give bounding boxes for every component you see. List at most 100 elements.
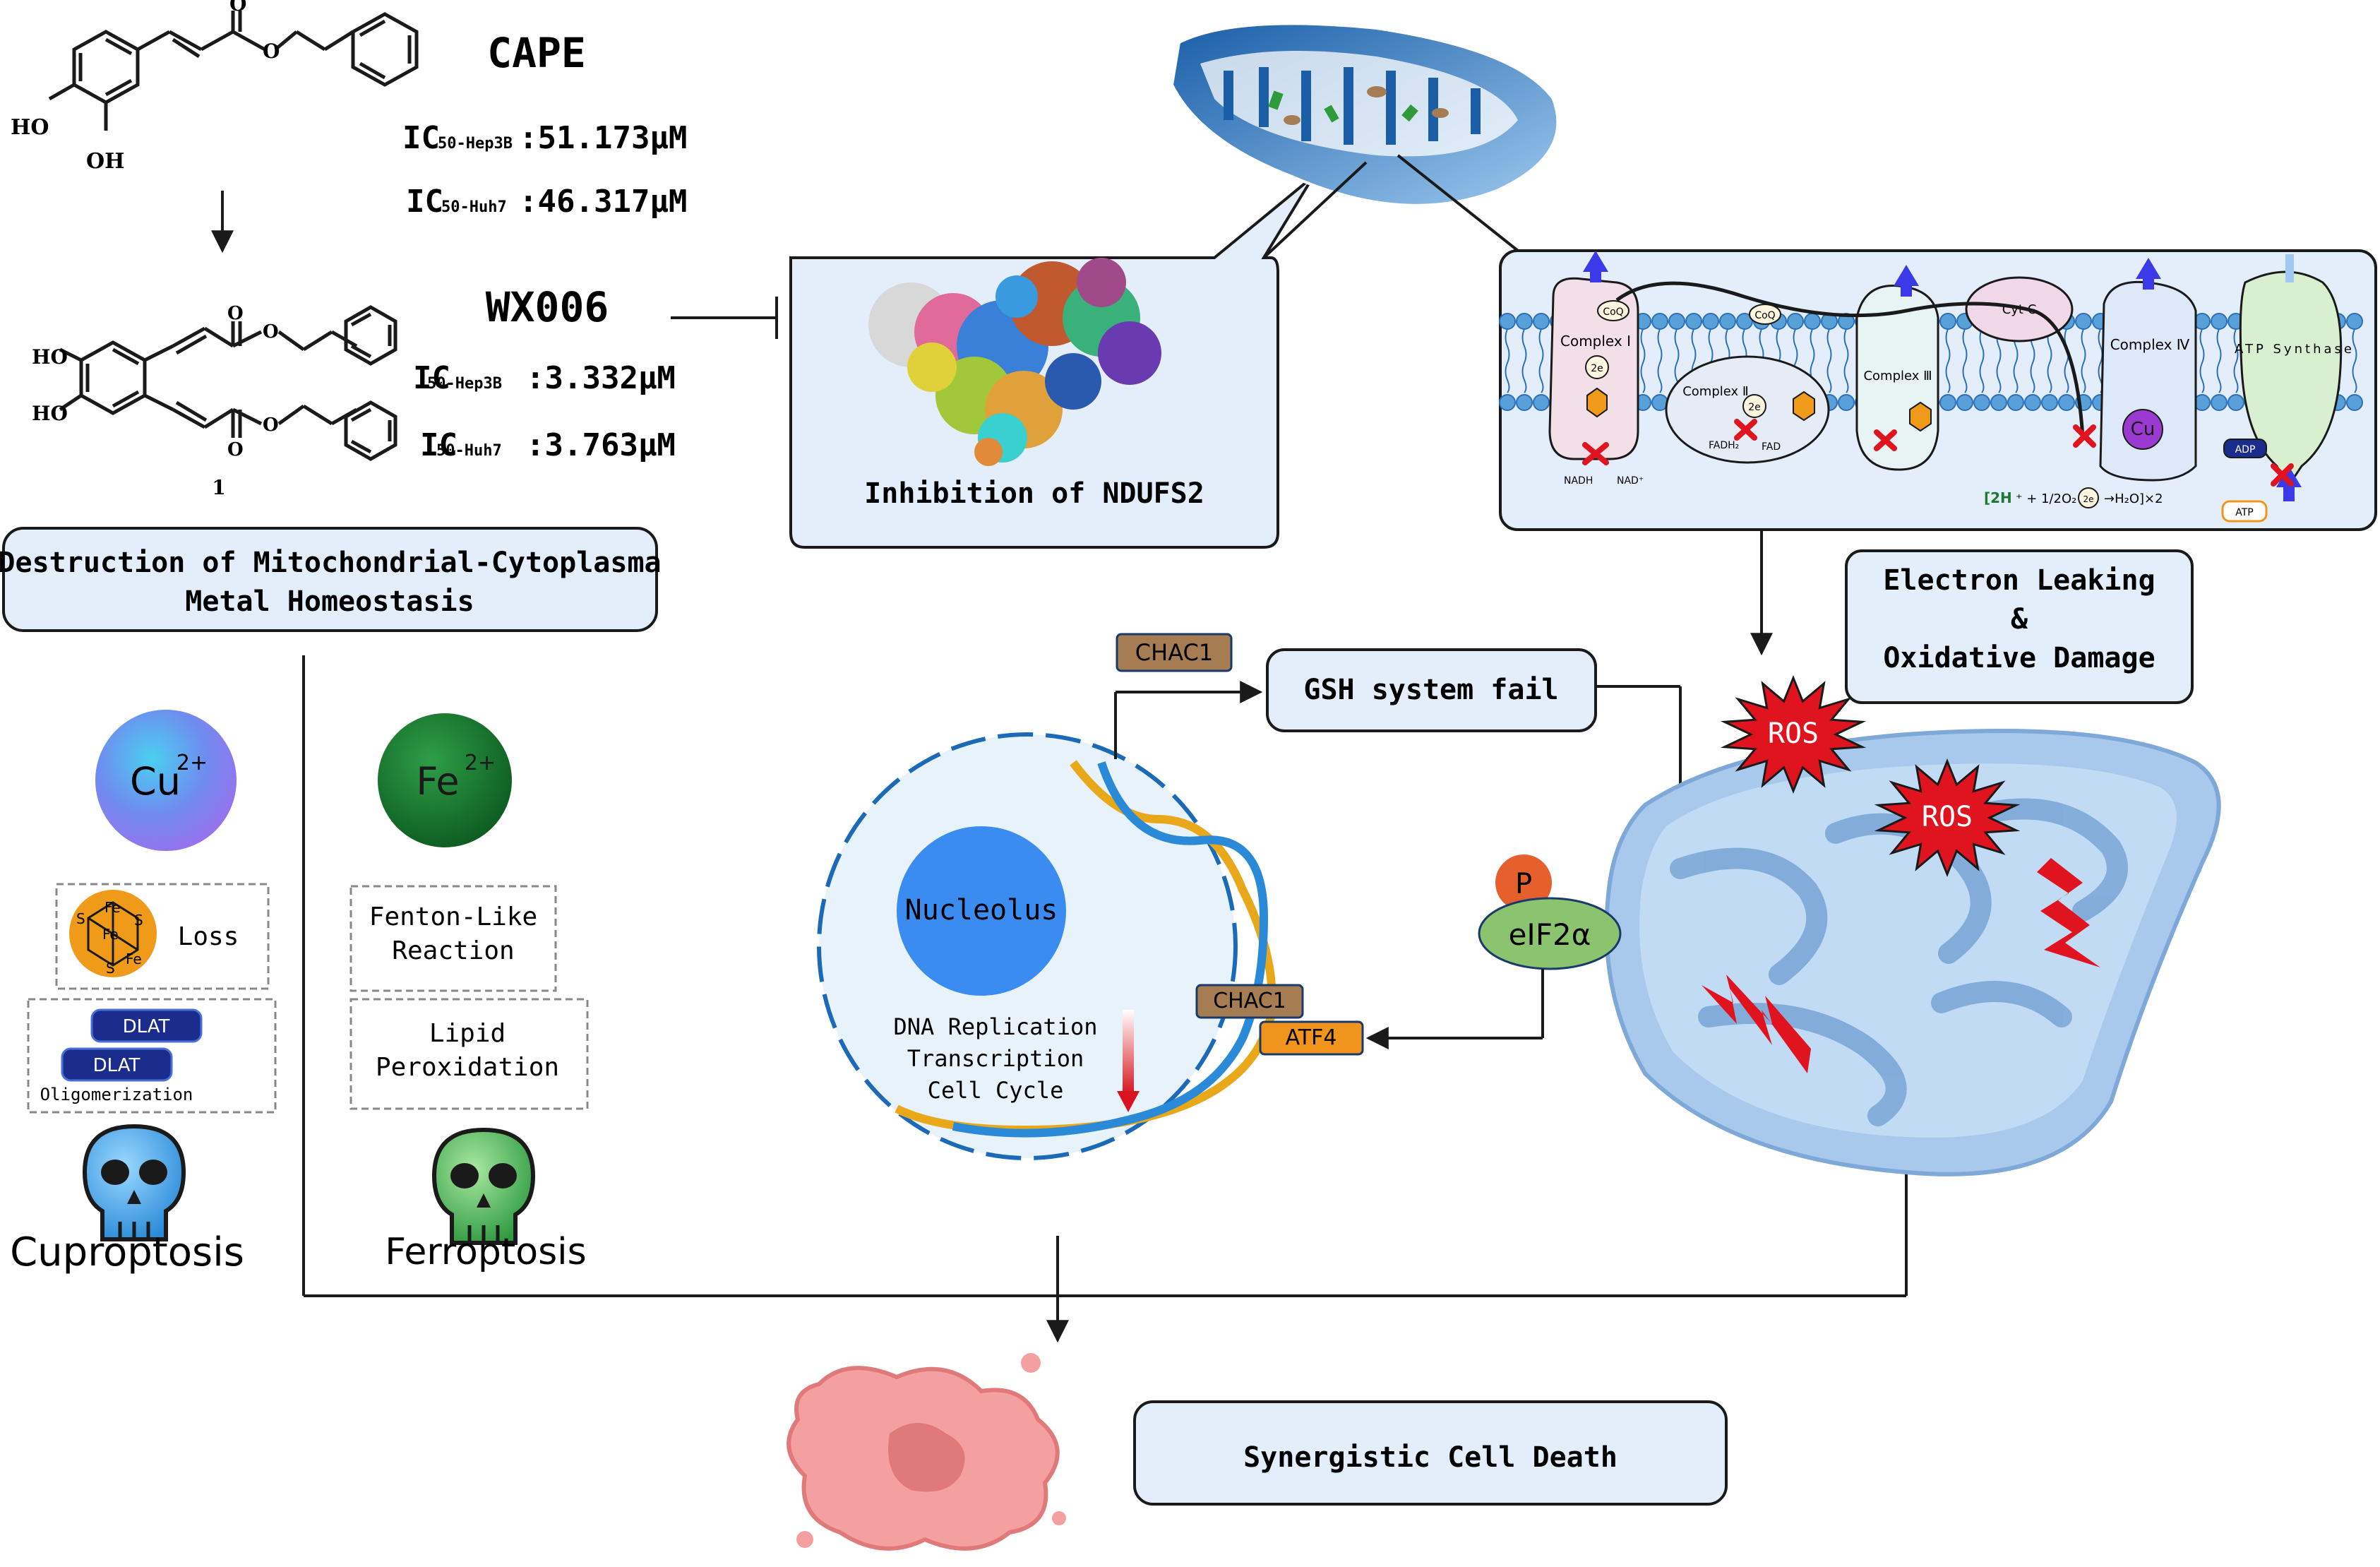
- atp-synthase: [2239, 270, 2343, 489]
- adp-label: ADP: [2235, 444, 2256, 455]
- metal-to-death-connector: [302, 655, 1908, 1297]
- wx006-core-ring: [79, 340, 147, 415]
- fenton-line2: Reaction: [392, 936, 514, 965]
- mito-to-ndufs2-callout: [1262, 161, 1368, 259]
- equation-middle: ⁺ + 1/2O₂ +: [2016, 491, 2091, 506]
- wx006-phenyl-ring-top: [344, 305, 397, 366]
- fes-cluster-icon: [1586, 387, 1608, 418]
- lipid-head: [1533, 313, 1550, 330]
- wx006-phenyl-ring-bottom: [344, 400, 397, 461]
- lipid-tail: [1538, 328, 1544, 393]
- nadh-label: NADH: [1564, 475, 1593, 487]
- lipid-head: [2041, 394, 2058, 411]
- cape-structure: [48, 11, 419, 131]
- ndufs2-protein-structure: [868, 258, 1161, 466]
- equation-water: →H₂O]×2: [2104, 491, 2163, 506]
- complex-1-label: Complex Ⅰ: [1560, 333, 1631, 350]
- wx006-ic50-huh7-prefix: IC: [420, 427, 458, 463]
- wx006-name: WX006: [486, 283, 609, 331]
- lipid-tail: [1640, 328, 1646, 393]
- lipid-head: [2227, 394, 2244, 411]
- nucleolus-label: Nucleolus: [905, 894, 1058, 927]
- lipid-head: [1533, 394, 1550, 411]
- wx006-ic50-hep3b: IC 50-Hep3B :3.332μM: [413, 360, 676, 396]
- electron-pair-3: 2e: [2083, 494, 2093, 504]
- electron-pair-2: 2e: [1748, 402, 1761, 413]
- lipid-tail: [1996, 328, 2002, 393]
- mitochondrion-cross-section: [1170, 22, 1560, 207]
- cape-ic50-huh7-sub: 50-Huh7: [441, 198, 507, 216]
- cape-ic50-hep3b-prefix: IC: [402, 120, 440, 156]
- lipid-head: [1719, 313, 1736, 330]
- skull-blue-icon: [82, 1124, 186, 1241]
- fenton-line1: Fenton-Like: [369, 902, 537, 931]
- dlat-badge-2: [61, 1047, 173, 1082]
- lipid-tail: [2047, 328, 2052, 393]
- gsh-box: GSH system fail: [1266, 648, 1597, 732]
- wx006-atom-ho1: HO: [32, 345, 68, 369]
- electron-path: [1615, 281, 2085, 439]
- dna-to-gsh-arrow: [1114, 681, 1263, 759]
- damage-bolts: [1702, 858, 2100, 1073]
- wx006-atom-o3: O: [263, 415, 279, 436]
- cape-ic50-huh7-prefix: IC: [406, 184, 443, 220]
- cape-ic50-huh7-value: :46.317μM: [519, 184, 687, 220]
- lipid-line2: Peroxidation: [376, 1053, 559, 1082]
- cape-ic50-hep3b-value: :51.173μM: [519, 120, 687, 156]
- ros-label-2: ROS: [1922, 801, 1973, 833]
- complex-3-label: Complex Ⅲ: [1863, 369, 1932, 383]
- cu-center-icon: [2122, 409, 2163, 450]
- ros-label-1: ROS: [1768, 717, 1819, 750]
- chac1-top-label: CHAC1: [1135, 639, 1213, 666]
- wx006-inhibits-ndufs2: [671, 297, 778, 339]
- fe-ion: [378, 713, 512, 847]
- fes-loss-box: Fe Fe Fe S S S Loss: [55, 883, 270, 990]
- complex-2-label: Complex Ⅱ: [1682, 384, 1749, 399]
- cape-ic50-hep3b-sub: 50-Hep3B: [438, 135, 513, 153]
- fes-s1: S: [76, 910, 85, 927]
- oligomerization-label: Oligomerization: [40, 1085, 193, 1104]
- lipid-head: [2211, 313, 2227, 330]
- cape-atom-o2: O: [263, 40, 280, 63]
- atp-synthase-label: ATP Synthase: [2235, 342, 2355, 357]
- lipid-tail: [2352, 328, 2357, 393]
- fadh2-label: FADH₂: [1709, 440, 1739, 451]
- equation-2h: [2H: [1984, 489, 2012, 506]
- complex-4-label: Complex Ⅳ: [2110, 336, 2190, 353]
- nucleus: Nucleolus DNA Replication Transcription …: [817, 732, 1238, 1160]
- lipid-head: [2075, 313, 2092, 330]
- chac1-nucleus-label: CHAC1: [1213, 989, 1286, 1013]
- fes-loss-label: Loss: [178, 922, 239, 951]
- lipid-head: [1651, 313, 1668, 330]
- cape-atom-ho: HO: [11, 115, 49, 140]
- cu-ion: [95, 710, 237, 851]
- complex-4: [2099, 280, 2197, 482]
- ros-burst-1: ROS: [1720, 674, 1867, 794]
- wx006-atom-ho2: HO: [32, 402, 68, 425]
- cell-death-label: Synergistic Cell Death: [1243, 1441, 1617, 1474]
- ndufs2-box: Inhibition of NDUFS2: [789, 175, 1315, 549]
- wx006-ic50-hep3b-value: :3.332μM: [526, 360, 676, 396]
- electron-leaking-box: Electron Leaking & Oxidative Damage: [1845, 549, 2194, 704]
- fe-ion-charge: 2+: [465, 751, 496, 775]
- fes-cluster-icon-3: [1909, 401, 1932, 432]
- wx006-ic50-huh7-sub: 50-Huh7: [436, 442, 502, 460]
- nucleolus-icon: [897, 826, 1066, 996]
- lipid-head: [2058, 394, 2075, 411]
- cell-death-box: Synergistic Cell Death: [1133, 1400, 1728, 1506]
- fes-fe2: Fe: [102, 926, 119, 943]
- lipid-head: [1668, 313, 1685, 330]
- coq-1-label: CoQ: [1603, 306, 1623, 318]
- dlat-label-1: DLAT: [123, 1016, 170, 1037]
- cape-ic50-huh7: IC 50-Huh7 :46.317μM: [406, 184, 687, 220]
- cape-phenyl-ring: [351, 12, 419, 87]
- downregulation-arrow: [1123, 1010, 1134, 1095]
- lipid-head: [2024, 394, 2041, 411]
- eif2a-label: eIF2α: [1509, 917, 1591, 952]
- cuproptosis-label: Cuproptosis: [10, 1229, 244, 1275]
- lipid-tail: [2081, 328, 2086, 393]
- mitochondrion-damaged: [1604, 729, 2221, 1176]
- fad-label: FAD: [1762, 441, 1781, 453]
- lipid-head: [1990, 394, 2007, 411]
